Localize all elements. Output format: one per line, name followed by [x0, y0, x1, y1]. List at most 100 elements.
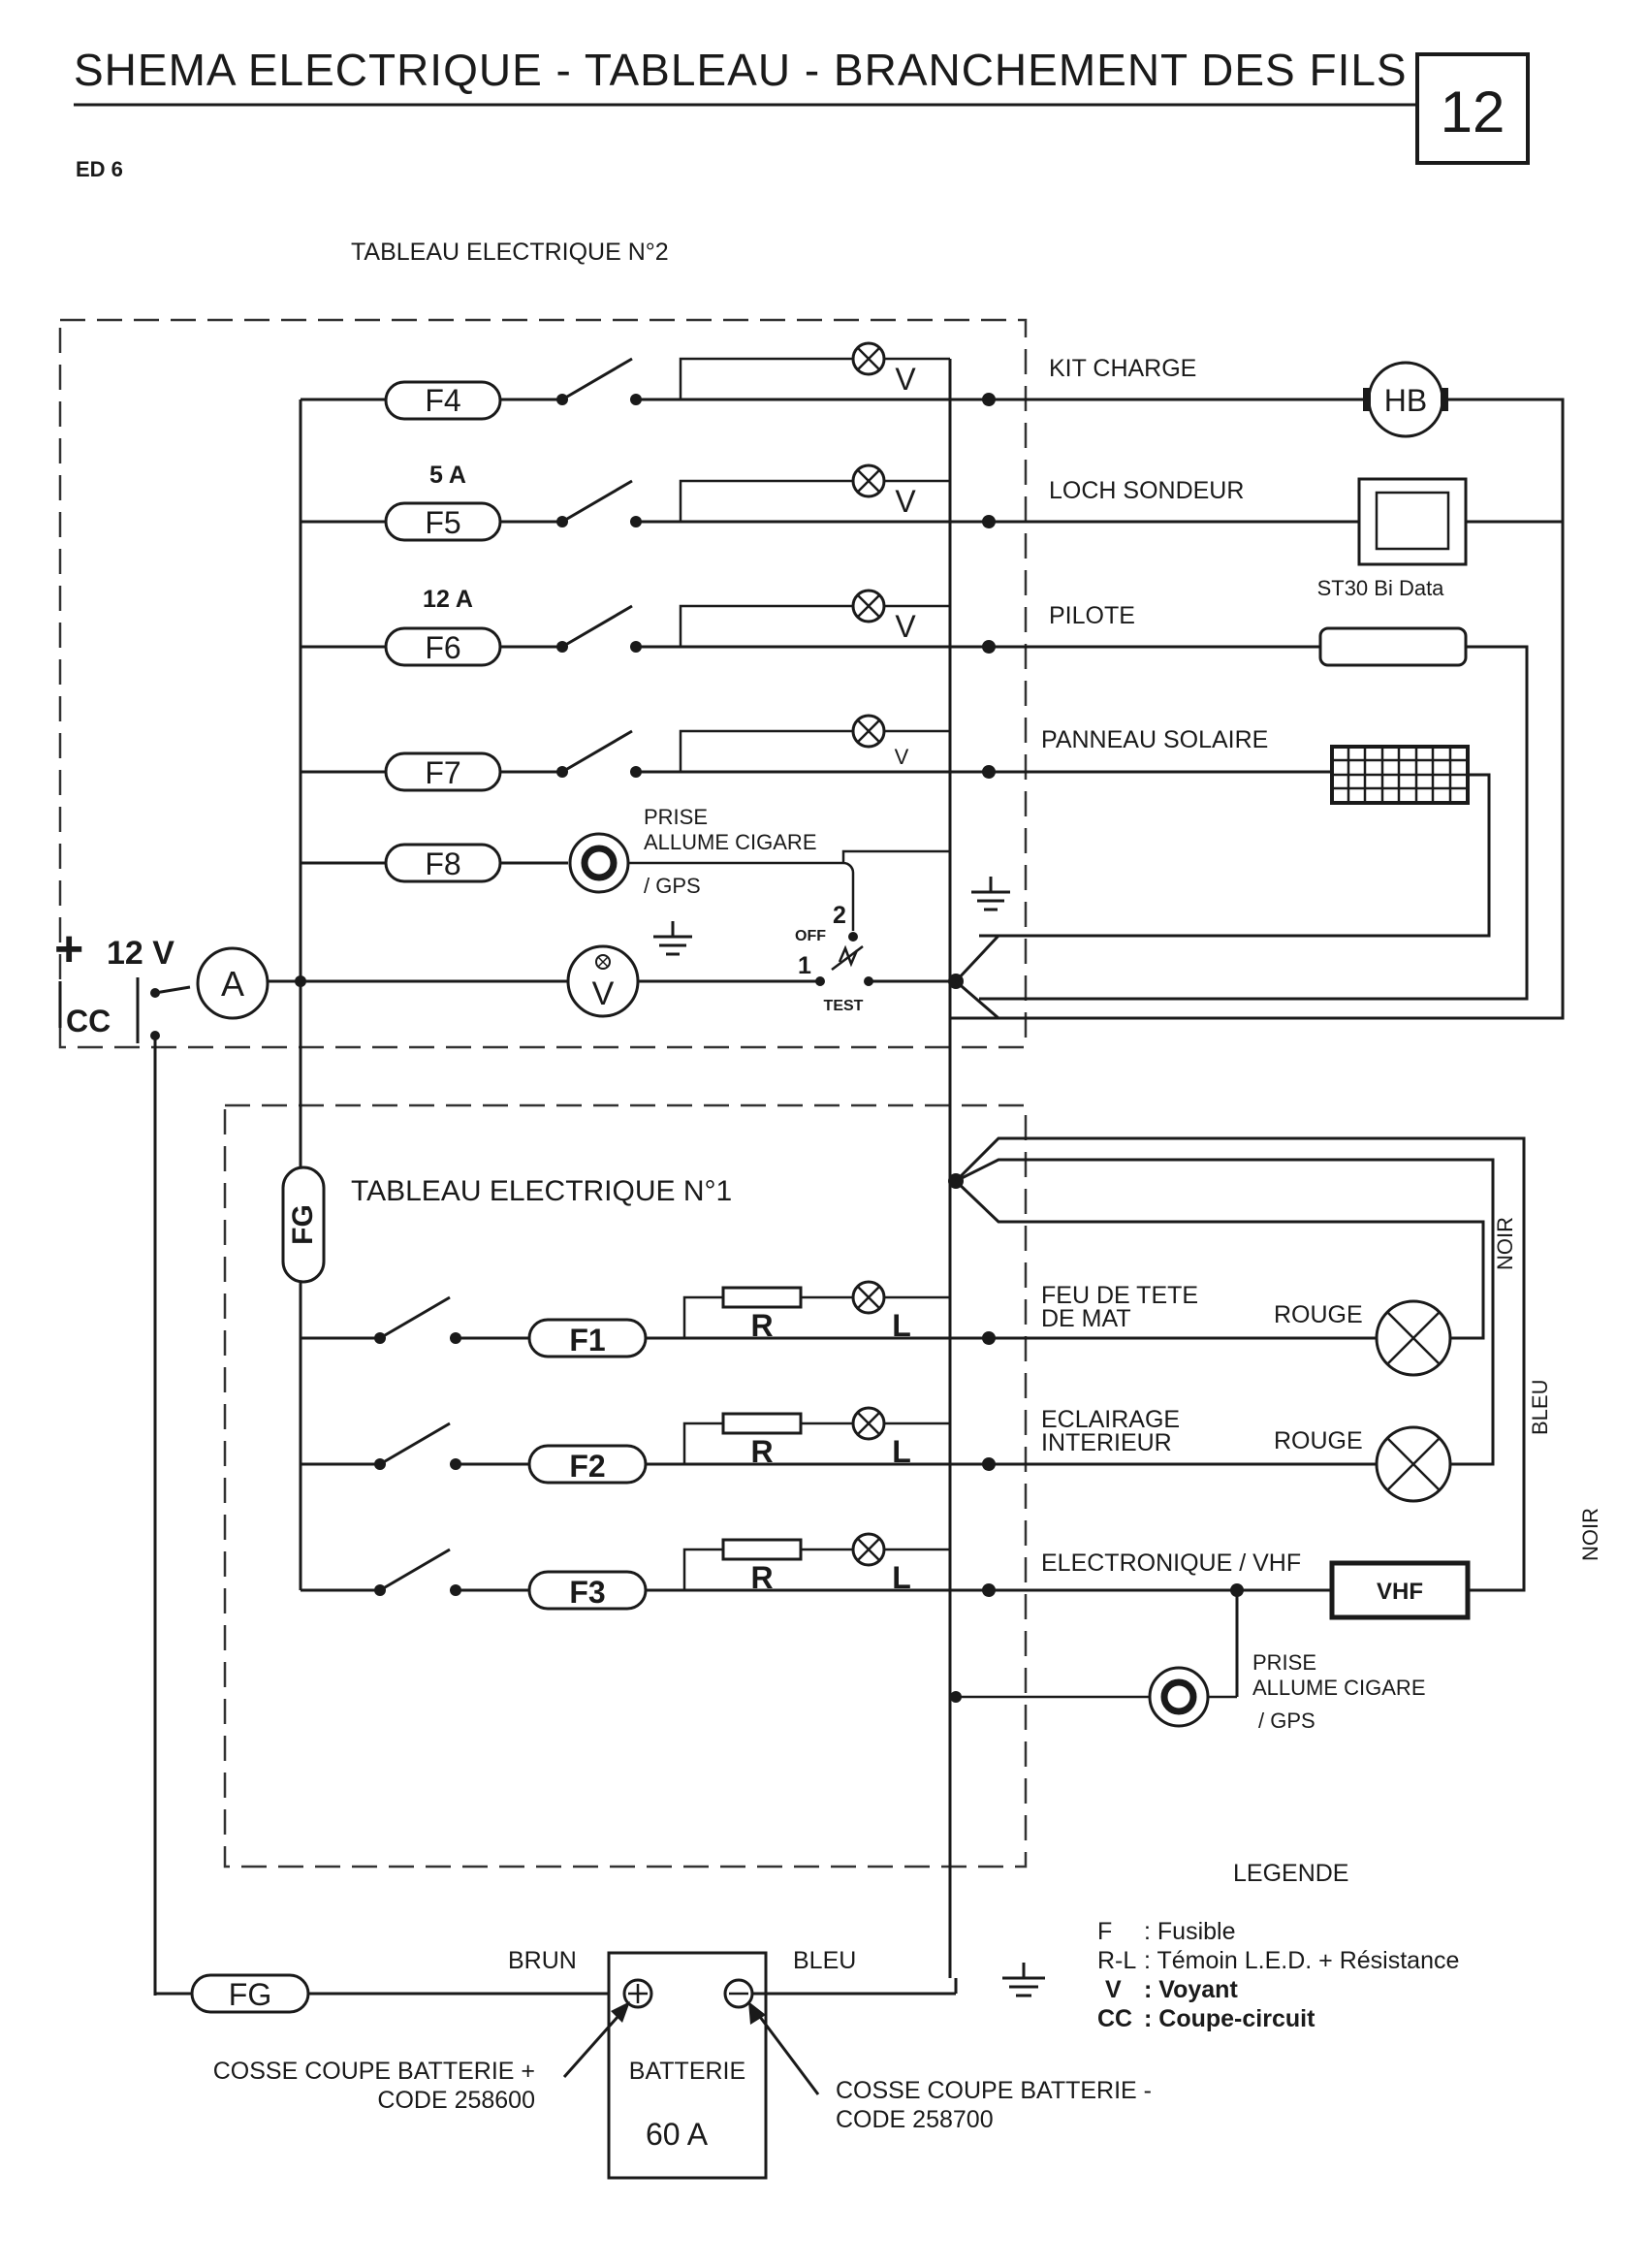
cosse-minus-label-2: CODE 258700 — [836, 2106, 994, 2133]
wire-bleu-battery: BLEU — [793, 1947, 856, 1974]
fuse-f4-label: F4 — [425, 383, 460, 418]
fuse-f8-label: F8 — [425, 847, 460, 881]
label-pilote: PILOTE — [1049, 602, 1135, 629]
page-title: SHEMA ELECTRIQUE - TABLEAU - BRANCHEMENT… — [74, 45, 1408, 95]
fuse-f3-label: F3 — [569, 1575, 605, 1610]
legend-key-cc: CC — [1097, 2005, 1132, 2032]
legend-key-rl: R-L — [1097, 1947, 1136, 1974]
resistor-icon — [721, 1286, 803, 1309]
panel1-row-f3: F3 R L ELECTRONIQUE / VHF VHF PRISE ALLU… — [301, 1532, 1471, 1733]
fuse-f6-label: F6 — [425, 630, 460, 665]
wire-noir-top: NOIR — [1493, 1217, 1517, 1270]
color-rouge-1: ROUGE — [1274, 1301, 1363, 1328]
fg-battery-label: FG — [229, 1977, 271, 2012]
battery-capacity: 60 A — [646, 2117, 709, 2152]
cosse-plus-label-1: COSSE COUPE BATTERIE + — [213, 2058, 535, 2085]
model-code: ED 6 — [76, 157, 123, 181]
supply-row: + 12 V CC A V 2 OFF 1 TEST — [54, 902, 1000, 1996]
label-loch-sondeur: LOCH SONDEUR — [1049, 477, 1244, 504]
arrow-cosse-minus — [752, 2008, 820, 2095]
battery-section: FG BRUN BLEU BATTERIE 60 A COSSE COUPE B… — [155, 1947, 1152, 2180]
panel2-row-f7: F7 V PANNEAU SOLAIRE — [301, 714, 1491, 938]
label-feu-de-tete: FEU DE TETE — [1041, 1282, 1198, 1309]
autopilot-icon — [1318, 626, 1468, 667]
label-electronique-vhf: ELECTRONIQUE / VHF — [1041, 1549, 1301, 1577]
switch-f4 — [561, 357, 633, 401]
hb-device-label: HB — [1384, 383, 1427, 418]
legend-title: LEGENDE — [1233, 1860, 1348, 1887]
resistor-f1-label: R — [750, 1308, 773, 1343]
cosse-minus-label-1: COSSE COUPE BATTERIE - — [836, 2077, 1152, 2104]
panel2-title: TABLEAU ELECTRIQUE N°2 — [351, 239, 669, 266]
legend-text-v: : Voyant — [1144, 1976, 1238, 2003]
panel1-return-wires: NOIR BLEU NOIR — [948, 1136, 1602, 1592]
switch-pos-2: 2 — [833, 902, 846, 929]
panel1-title: TABLEAU ELECTRIQUE N°1 — [351, 1175, 732, 1207]
voltmeter-label: V — [592, 975, 615, 1012]
rating-f5: 5 A — [429, 462, 466, 489]
supply-voltage: 12 V — [107, 935, 174, 972]
led-f3-label: L — [892, 1560, 911, 1595]
arrow-cosse-plus — [562, 2006, 628, 2078]
cosse-plus-label-2: CODE 258600 — [377, 2087, 535, 2114]
panel2-row-f4: F4 V KIT CHARGE HB — [301, 341, 1565, 1020]
lamp-f6-label: V — [895, 609, 916, 644]
legend-key-f: F — [1097, 1918, 1112, 1945]
fuse-f5-label: F5 — [425, 505, 460, 540]
prise-label-1: PRISE — [644, 805, 708, 829]
vhf-radio-icon — [1329, 1560, 1471, 1620]
prise-vhf-label-2: ALLUME CIGARE — [1252, 1676, 1426, 1700]
resistor-f2-label: R — [750, 1434, 773, 1469]
label-kit-charge: KIT CHARGE — [1049, 355, 1196, 382]
panel1-row-f1: F1 R L FEU DE TETE DE MAT ROUGE — [301, 1280, 1452, 1377]
page-number: 12 — [1441, 80, 1505, 144]
fg-vertical-label: FG — [287, 1204, 319, 1245]
solar-panel-icon — [1330, 745, 1470, 805]
panel1-outline — [223, 1103, 1028, 1869]
panel2-row-f8: F8 PRISE ALLUME CIGARE / GPS — [301, 805, 950, 931]
prise-label-2: ALLUME CIGARE — [644, 830, 817, 854]
legend-text-rl: : Témoin L.E.D. + Résistance — [1144, 1947, 1459, 1974]
fuse-fg-vertical: FG — [281, 1166, 326, 1284]
resistor-f3-label: R — [750, 1560, 773, 1595]
breaker-label: CC — [66, 1004, 111, 1038]
rating-f6: 12 A — [423, 586, 473, 613]
ammeter-icon — [196, 946, 269, 1020]
cigar-socket-icon — [568, 832, 630, 894]
fuse-f7-label: F7 — [425, 755, 460, 790]
label-eclairage: ECLAIRAGE — [1041, 1406, 1180, 1433]
vhf-label: VHF — [1377, 1579, 1423, 1605]
ammeter-label: A — [221, 964, 244, 1004]
legend-text-cc: : Coupe-circuit — [1144, 2005, 1315, 2032]
label-interieur: INTERIEUR — [1041, 1429, 1172, 1456]
cigar-socket-icon — [1148, 1666, 1210, 1728]
legend: LEGENDE F : Fusible R-L : Témoin L.E.D. … — [1097, 1860, 1459, 2032]
prise-label-3: / GPS — [644, 874, 701, 898]
battery-label: BATTERIE — [629, 2058, 745, 2085]
lamp-f7-label: V — [895, 745, 909, 769]
ground-icon — [653, 921, 692, 956]
plus-sign: + — [54, 921, 83, 977]
lamp-f4-label: V — [895, 362, 916, 397]
panel1-row-f2: F2 R L ECLAIRAGE INTERIEUR ROUGE — [301, 1406, 1452, 1503]
wire-noir-right: NOIR — [1578, 1508, 1602, 1561]
switch-pos-1: 1 — [798, 952, 811, 979]
panel2-row-f6: 12 A F6 V PILOTE — [301, 586, 1529, 1001]
panel2-row-f5: 5 A F5 V LOCH SONDEUR ST30 Bi Data — [301, 462, 1563, 600]
fuse-f2-label: F2 — [569, 1449, 605, 1484]
prise-vhf-label-3: / GPS — [1258, 1709, 1315, 1733]
prise-vhf-label-1: PRISE — [1252, 1650, 1316, 1675]
st30-caption: ST30 Bi Data — [1317, 576, 1445, 600]
legend-key-v: V — [1105, 1976, 1122, 2003]
legend-text-f: : Fusible — [1144, 1918, 1235, 1945]
color-rouge-2: ROUGE — [1274, 1427, 1363, 1454]
ground-icon — [971, 877, 1010, 911]
page-number-box — [1415, 52, 1530, 165]
panel2-outline — [58, 318, 1028, 1049]
wire-brun: BRUN — [508, 1947, 577, 1974]
wire-bleu: BLEU — [1528, 1380, 1552, 1435]
fuse-f1-label: F1 — [569, 1323, 605, 1358]
label-panneau-solaire: PANNEAU SOLAIRE — [1041, 726, 1268, 753]
lamp-f5-label: V — [895, 484, 916, 519]
